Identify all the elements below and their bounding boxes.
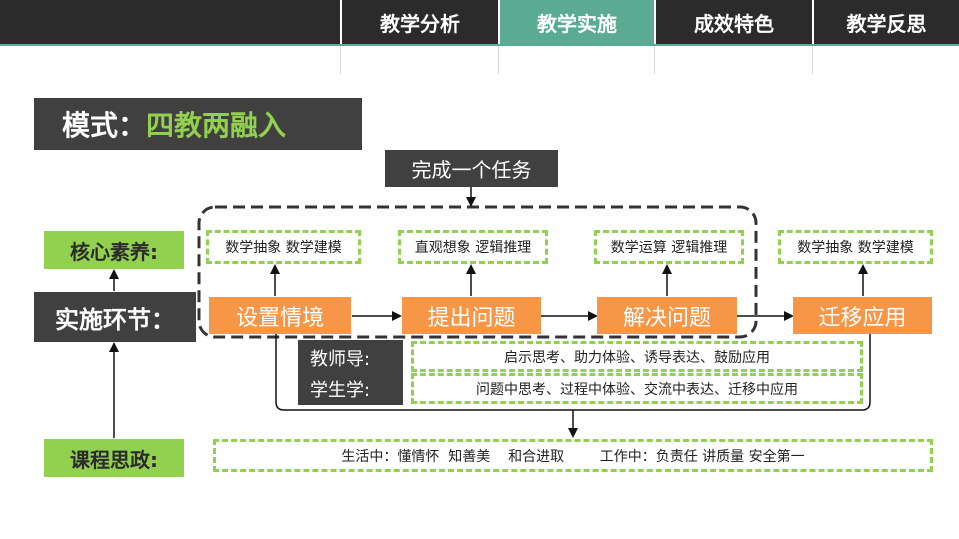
ideology-label: 课程思政: — [44, 439, 184, 477]
nav-divider — [654, 46, 655, 74]
step-box: 解决问题 — [597, 297, 737, 334]
literacy-box: 直观想象 逻辑推理 — [398, 230, 548, 264]
literacy-box: 数学抽象 数学建模 — [778, 230, 933, 264]
task-group-outline — [197, 205, 758, 339]
teacher-guide-box: 启示思考、助力体验、诱导表达、鼓励应用 — [411, 341, 863, 372]
literacy-box: 数学抽象 数学建模 — [206, 230, 361, 264]
nav-divider — [340, 46, 341, 74]
task-box: 完成一个任务 — [385, 150, 558, 187]
step-box: 提出问题 — [402, 297, 541, 334]
nav-accent-line — [0, 44, 959, 46]
tab-teaching-reflection[interactable]: 教学反思 — [812, 0, 959, 44]
literacy-box: 数学运算 逻辑推理 — [594, 230, 744, 264]
implementation-label: 实施环节： — [34, 292, 196, 342]
step-box: 迁移应用 — [793, 297, 932, 334]
tab-teaching-implementation[interactable]: 教学实施 — [498, 0, 654, 44]
page-title: 模式： 四教两融入 — [34, 98, 362, 150]
roles-box: 教师导: 学生学: — [298, 340, 403, 405]
student-learn-box: 问题中思考、过程中体验、交流中表达、迁移中应用 — [411, 373, 863, 404]
teacher-label: 教师导: — [310, 349, 371, 370]
step-box: 设置情境 — [209, 297, 351, 334]
nav-divider — [812, 46, 813, 74]
core-literacy-label: 核心素养: — [44, 231, 184, 269]
title-lead: 模式： — [62, 109, 147, 142]
tab-teaching-analysis[interactable]: 教学分析 — [340, 0, 498, 44]
student-label: 学生学: — [310, 380, 371, 401]
nav-divider — [498, 46, 499, 74]
top-nav-bar — [0, 0, 959, 44]
tab-results-features[interactable]: 成效特色 — [654, 0, 812, 44]
title-highlight: 四教两融入 — [146, 109, 287, 142]
ideology-box: 生活中：懂情怀 知善美 和合进取 工作中：负责任 讲质量 安全第一 — [213, 439, 933, 472]
